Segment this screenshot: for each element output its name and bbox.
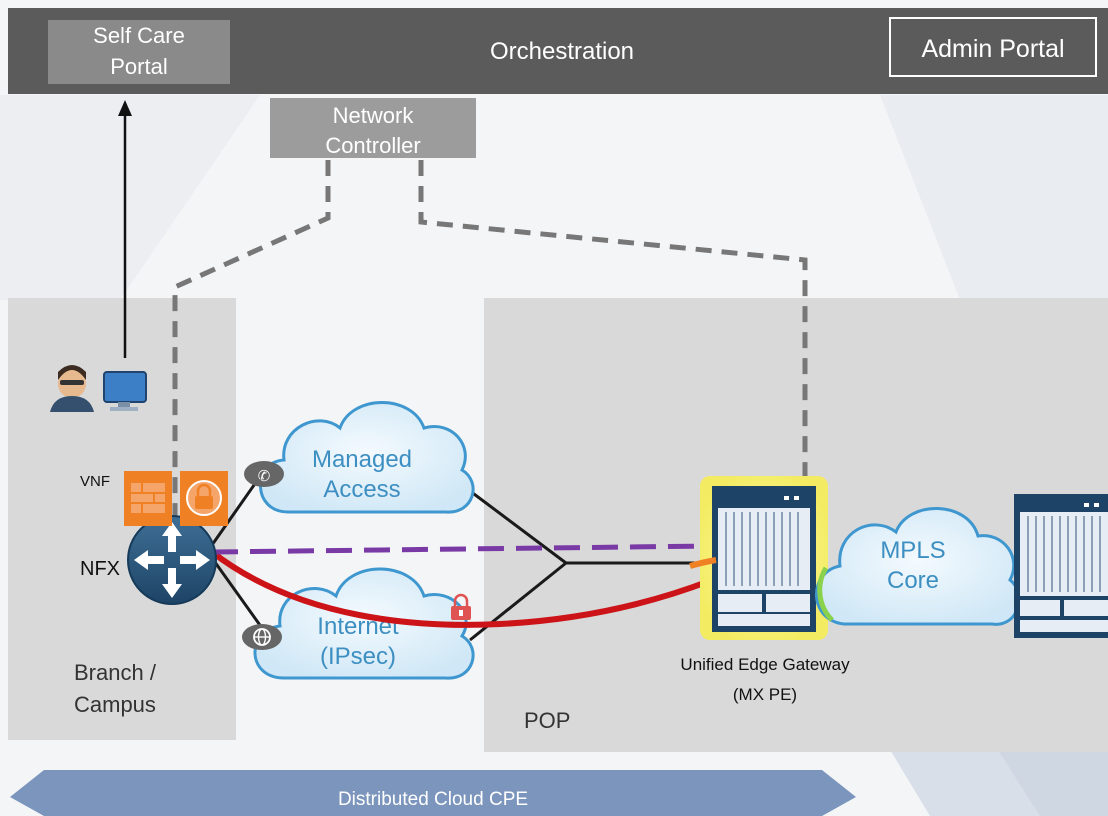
self-care-arrow: [118, 100, 132, 358]
self-care-portal-label: Self Care: [93, 23, 185, 48]
internet-cloud: Internet (IPsec): [253, 567, 475, 680]
internet-label-line2: (IPsec): [320, 643, 396, 670]
overlay-tunnel-path: [211, 543, 713, 555]
footer-banner-label: Distributed Cloud CPE: [338, 789, 528, 810]
managed-access-label-line2: Access: [323, 476, 400, 503]
header-bar: Self Care Portal Orchestration Admin Por…: [8, 8, 1108, 94]
network-controller-label: Network: [333, 103, 415, 128]
mpls-core-cloud: MPLS Core: [815, 507, 1021, 626]
security-vnf-icon[interactable]: [180, 471, 228, 526]
orchestration-label: Orchestration: [490, 38, 634, 65]
mpls-core-label: MPLS: [880, 537, 945, 564]
managed-access-label: Managed: [312, 446, 412, 473]
nfx-label: NFX: [80, 558, 120, 580]
managed-access-cloud: Managed Access: [259, 401, 475, 514]
self-care-portal-box[interactable]: [48, 20, 230, 84]
network-controller-label-line2: Controller: [325, 133, 420, 158]
distributed-cloud-cpe-banner: Distributed Cloud CPE: [10, 770, 856, 816]
controller-link-nfx: [172, 160, 331, 520]
admin-portal-box[interactable]: [889, 17, 1097, 77]
self-care-portal-label-line2: Portal: [110, 54, 167, 79]
nfx-router-icon[interactable]: [127, 515, 217, 605]
svg-text:✆: ✆: [258, 467, 271, 485]
branch-campus-label: Branch /: [74, 660, 157, 685]
lock-icon: [451, 593, 471, 620]
branch-campus-label-line2: Campus: [74, 692, 156, 717]
admin-portal-label: Admin Portal: [921, 35, 1064, 63]
network-controller[interactable]: Network Controller: [270, 98, 476, 158]
gateway-label: Unified Edge Gateway: [680, 655, 850, 674]
firewall-vnf-icon[interactable]: [124, 471, 172, 526]
user-workstation-icon: [50, 365, 147, 412]
gateway-label-line2: (MX PE): [733, 685, 797, 704]
phone-icon: ✆: [244, 461, 284, 487]
controller-link-gateway: [418, 160, 808, 486]
pop-label: POP: [524, 708, 570, 733]
globe-icon: [242, 624, 282, 650]
vnf-label: VNF: [80, 473, 110, 490]
ipsec-secure-path: [209, 549, 715, 628]
mx-pe-gateway-icon[interactable]: [700, 476, 828, 640]
mpls-core-label-line2: Core: [887, 567, 939, 594]
remote-router-icon[interactable]: [1014, 494, 1108, 638]
